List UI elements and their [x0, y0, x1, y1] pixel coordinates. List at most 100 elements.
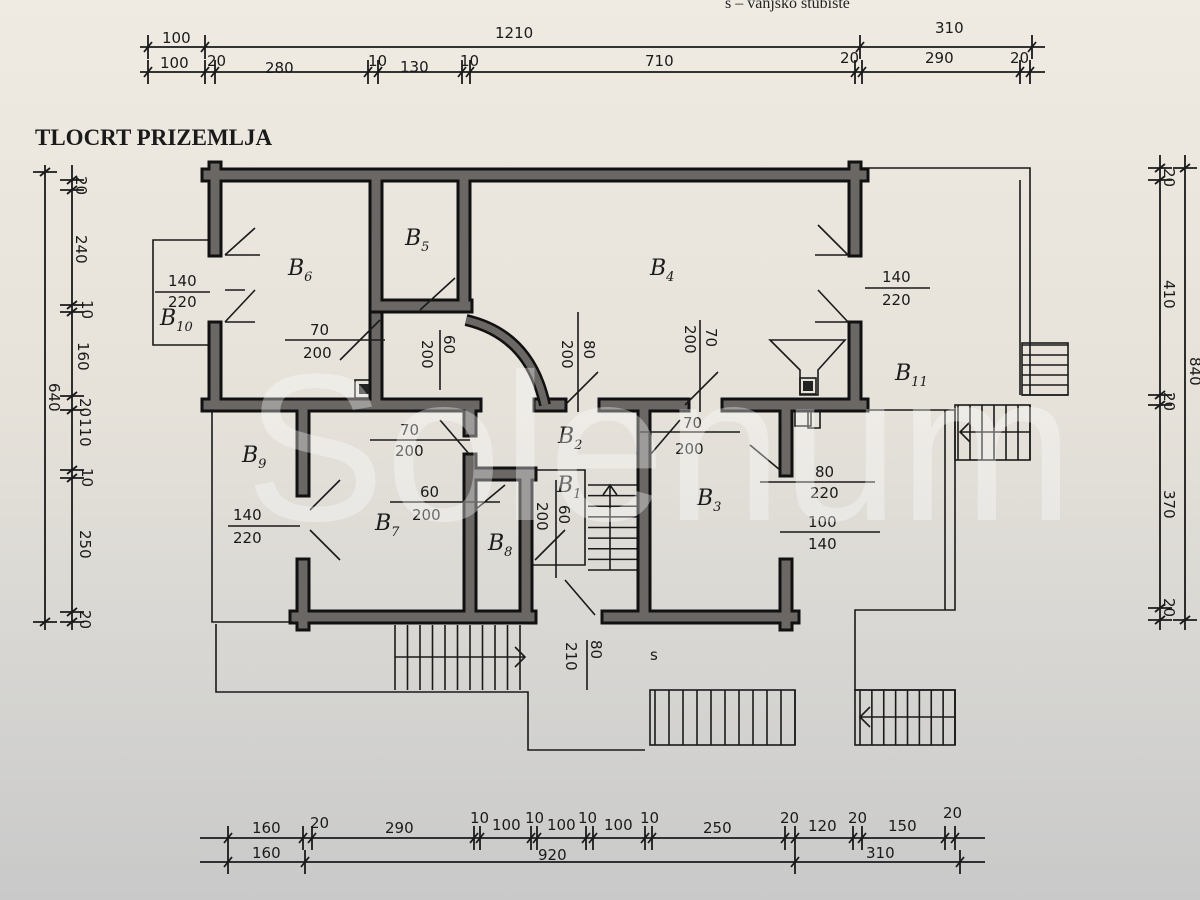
room-b5: B5 — [404, 226, 429, 255]
opening-height: 210 — [562, 642, 580, 671]
dim-label: 10 — [78, 300, 96, 319]
plan-title: TLOCRT PRIZEMLJA — [35, 125, 272, 150]
opening-width: 70 — [702, 328, 720, 347]
opening-width: 70 — [400, 421, 419, 439]
opening-height: 140 — [808, 535, 837, 553]
legend-note: s – vanjsko stubište — [725, 0, 850, 12]
dim-label: 20 — [848, 809, 867, 827]
stair-arrow-icon — [858, 706, 955, 728]
dimension-lines — [33, 35, 1197, 874]
dim-label: 100 — [492, 816, 521, 834]
watermark-logo: Solenum — [245, 330, 1074, 565]
opening-height: 220 — [233, 529, 262, 547]
opening-dimensions: 140 220 70 200 200 60 200 80 200 70 140 … — [168, 268, 911, 671]
dim-label: 920 — [538, 846, 567, 864]
dim-label: 1210 — [495, 24, 533, 42]
right-dimension-chain: 20 410 20 370 20 840 — [1160, 168, 1200, 617]
dim-label: 370 — [1160, 490, 1178, 519]
dim-label: 10 — [78, 468, 96, 487]
opening-width: 140 — [233, 506, 262, 524]
room-stairs: s — [650, 646, 658, 664]
dim-label: 160 — [74, 342, 92, 371]
opening-height: 200 — [558, 340, 576, 369]
dim-label: 20 — [1160, 168, 1178, 187]
opening-height: 200 — [681, 325, 699, 354]
opening-height: 200 — [418, 340, 436, 369]
opening-height: 220 — [810, 484, 839, 502]
stair-outline — [1021, 342, 1069, 396]
dim-label: 160 — [252, 844, 281, 862]
opening-height: 200 — [533, 502, 551, 531]
dim-label: 20 — [1160, 598, 1178, 617]
opening-height: 200 — [412, 506, 441, 524]
room-labels: B6 B5 B4 B10 B11 B2 B9 B7 B8 B1 B3 s — [159, 226, 928, 664]
top-dimension-chain: 100 1210 310 100 20 280 10 130 10 710 20… — [160, 19, 1029, 77]
stair-arrow-icon — [602, 483, 618, 570]
dim-label: 110 — [76, 418, 94, 447]
dim-label: 10 — [460, 52, 479, 70]
chimney-icon — [803, 381, 813, 391]
dim-label: 10 — [470, 809, 489, 827]
dim-label: 120 — [808, 817, 837, 835]
dim-label: 290 — [925, 49, 954, 67]
opening-width: 60 — [440, 335, 458, 354]
opening-width: 70 — [310, 321, 329, 339]
left-dimension-chain: 20 240 10 160 20 110 10 250 20 640 — [45, 176, 96, 629]
dim-label: 410 — [1160, 280, 1178, 309]
room-b6: B6 — [287, 256, 312, 285]
opening-width: 80 — [815, 463, 834, 481]
dim-label: 100 — [604, 816, 633, 834]
opening-width: 140 — [168, 272, 197, 290]
chimney-icon — [359, 384, 369, 394]
room-b11: B11 — [894, 361, 928, 390]
opening-width: 60 — [420, 483, 439, 501]
dim-label: 20 — [943, 804, 962, 822]
stair-outline — [649, 689, 796, 746]
dim-label: 10 — [640, 809, 659, 827]
dim-label: 250 — [76, 530, 94, 559]
room-b2: B2 — [557, 424, 582, 453]
dim-label: 150 — [888, 817, 917, 835]
dim-label: 20 — [72, 176, 90, 195]
dim-label: 280 — [265, 59, 294, 77]
dim-label: 20 — [207, 52, 226, 70]
dim-label: 20 — [1010, 49, 1029, 67]
opening-height: 200 — [395, 442, 424, 460]
room-b4: B4 — [649, 256, 674, 285]
curved-wall-fill — [465, 316, 549, 406]
opening-width: 60 — [555, 505, 573, 524]
dim-label: 710 — [645, 52, 674, 70]
opening-height: 220 — [882, 291, 911, 309]
opening-width: 140 — [882, 268, 911, 286]
dim-label: 640 — [45, 383, 63, 412]
opening-height: 220 — [168, 293, 197, 311]
dim-label: 160 — [252, 819, 281, 837]
dim-label: 840 — [1186, 357, 1200, 386]
walls — [200, 160, 870, 632]
dim-label: 100 — [547, 816, 576, 834]
stair-arrow-icon — [395, 646, 527, 668]
dim-label: 100 — [162, 29, 191, 47]
stair-arrow-icon — [958, 421, 1030, 443]
dim-label: 10 — [578, 809, 597, 827]
room-b3: B3 — [696, 486, 721, 515]
stairs — [394, 342, 1069, 746]
dim-label: 10 — [368, 52, 387, 70]
dim-label: 240 — [72, 235, 90, 264]
room-b7: B7 — [374, 511, 400, 540]
dim-label: 10 — [525, 809, 544, 827]
opening-height: 200 — [303, 344, 332, 362]
dim-label: 20 — [76, 610, 94, 629]
dim-label: 100 — [160, 54, 189, 72]
room-b1: B1 — [556, 473, 581, 502]
opening-width: 80 — [580, 340, 598, 359]
opening-width: 80 — [587, 640, 605, 659]
room-b9: B9 — [241, 443, 266, 472]
opening-width: 70 — [683, 414, 702, 432]
dim-label: 310 — [935, 19, 964, 37]
dim-label: 20 — [780, 809, 799, 827]
dim-label: 130 — [400, 58, 429, 76]
opening-width: 100 — [808, 513, 837, 531]
dim-label: 290 — [385, 819, 414, 837]
